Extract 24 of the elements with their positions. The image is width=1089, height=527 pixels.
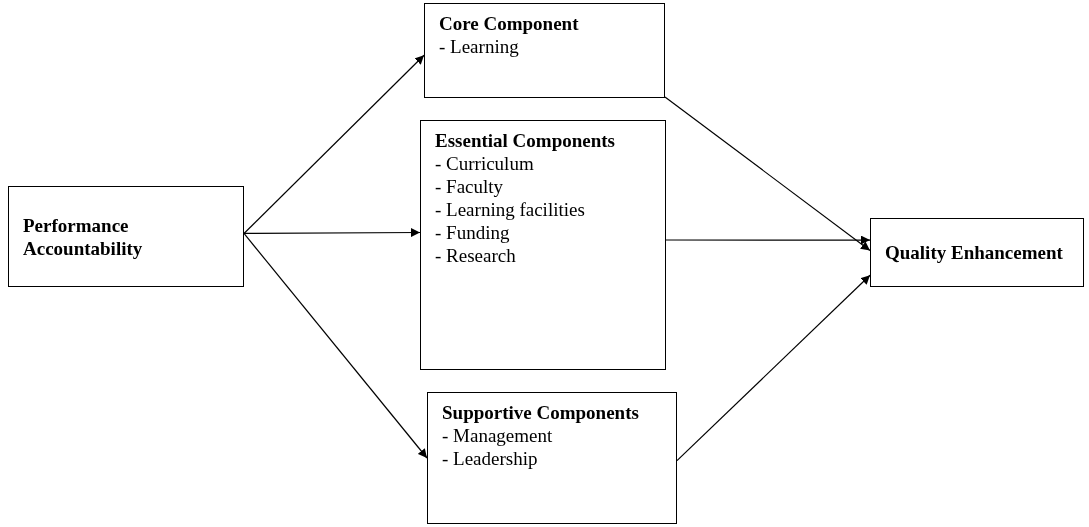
list-item: - Curriculum <box>435 152 535 175</box>
text-box <box>427 392 677 524</box>
arrow <box>243 232 428 459</box>
arrow <box>243 228 421 238</box>
list-item: - Learning facilities <box>435 198 586 221</box>
arrow <box>676 274 871 462</box>
text-box <box>424 3 665 98</box>
text-box <box>870 218 1084 287</box>
list-item: - Faculty <box>435 175 505 198</box>
arrow <box>664 96 871 252</box>
heading: Performance Accountability <box>23 213 144 260</box>
arrow <box>243 54 425 235</box>
text-box <box>8 186 244 287</box>
list-item: - Learning <box>439 35 520 58</box>
list-item: - Leadership <box>442 447 539 470</box>
list-item: - Funding <box>435 221 511 244</box>
heading: Quality Enhancement <box>885 241 1064 264</box>
heading: Essential Components <box>435 129 616 152</box>
heading: Supportive Components <box>442 401 640 424</box>
list-item: - Research <box>435 244 517 267</box>
heading: Core Component <box>439 12 580 35</box>
list-item: - Management <box>442 424 554 447</box>
arrow <box>665 235 871 245</box>
text-box <box>420 120 666 370</box>
